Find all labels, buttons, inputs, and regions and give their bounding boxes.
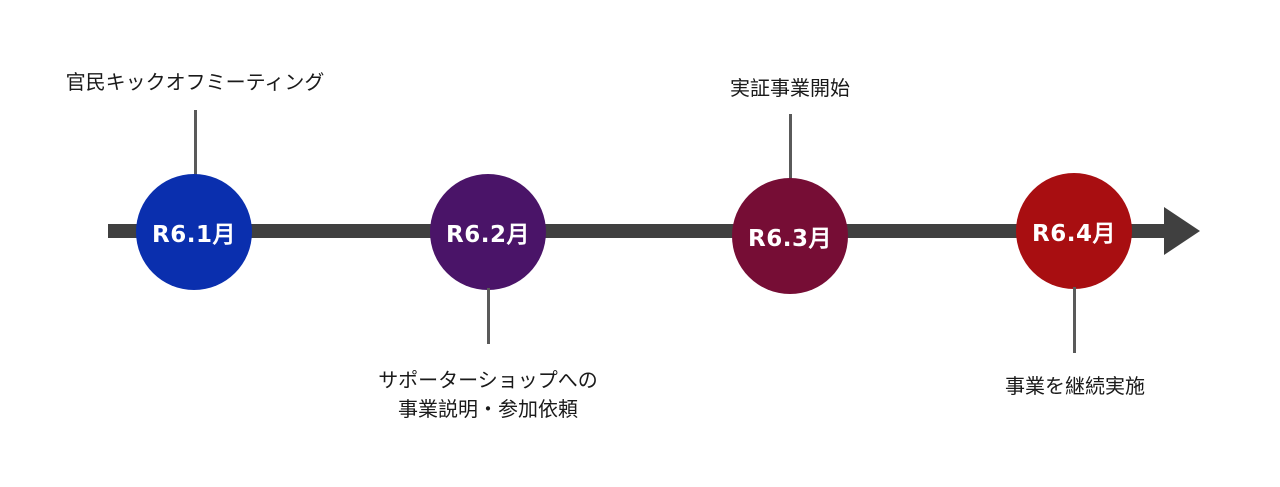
caption-line: 実証事業開始 — [730, 76, 850, 100]
milestone-1-caption: 官民キックオフミーティング — [55, 68, 335, 97]
milestone-1-label: R6.1月 — [152, 222, 236, 248]
milestone-3-circle: R6.3月 — [732, 178, 848, 294]
milestone-3-caption: 実証事業開始 — [700, 74, 880, 103]
milestone-2-connector — [487, 288, 490, 344]
milestone-1-connector — [194, 110, 197, 178]
milestone-2-label: R6.2月 — [446, 222, 530, 248]
caption-line: 事業説明・参加依頼 — [398, 397, 578, 421]
milestone-4-connector — [1073, 287, 1076, 353]
milestone-2-caption: サポーターショップへの 事業説明・参加依頼 — [338, 366, 638, 424]
caption-line: 事業を継続実施 — [1005, 374, 1145, 398]
milestone-4-label: R6.4月 — [1032, 221, 1116, 247]
milestone-2-circle: R6.2月 — [430, 174, 546, 290]
caption-line: 官民キックオフミーティング — [65, 70, 325, 94]
milestone-1-circle: R6.1月 — [136, 174, 252, 290]
timeline-arrow-head — [1164, 207, 1200, 255]
milestone-4-circle: R6.4月 — [1016, 173, 1132, 289]
timeline-axis — [108, 224, 1170, 238]
milestone-3-label: R6.3月 — [748, 226, 832, 252]
milestone-4-caption: 事業を継続実施 — [985, 372, 1165, 401]
milestone-3-connector — [789, 114, 792, 180]
caption-line: サポーターショップへの — [378, 368, 598, 392]
